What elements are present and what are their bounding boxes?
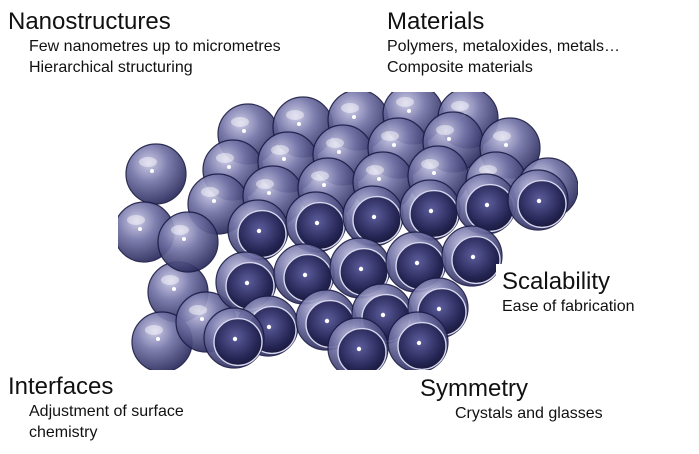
hollow-sphere [273,243,335,305]
side-sphere [157,211,219,273]
materials-line-1: Polymers, metaloxides, metals… [387,38,620,55]
hollow-sphere [441,225,503,287]
scalability-section: Scalability Ease of fabrication [496,264,641,321]
scalability-heading: Scalability [502,268,611,295]
symmetry-heading: Symmetry [420,375,528,402]
interfaces-line-1: Adjustment of surface [29,403,184,420]
symmetry-section: Symmetry Crystals and glasses [420,375,603,424]
materials-section: Materials Polymers, metaloxides, metals…… [387,8,620,78]
hollow-sphere [387,311,449,370]
side-sphere [125,143,187,205]
hollow-sphere [399,179,461,241]
symmetry-line-1: Crystals and glasses [455,405,603,422]
hollow-sphere [342,185,404,247]
nanostructures-line-1: Few nanometres up to micrometres [29,38,281,55]
hollow-sphere [285,191,347,253]
hollow-sphere [455,173,517,235]
materials-line-2: Composite materials [387,59,533,76]
scalability-line-1: Ease of fabrication [502,298,635,315]
hollow-sphere [385,231,447,293]
interfaces-line-2: chemistry [29,424,98,441]
interfaces-section: Interfaces Adjustment of surface chemist… [8,373,184,443]
nanostructures-section: Nanostructures Few nanometres up to micr… [8,8,281,78]
materials-heading: Materials [387,8,485,35]
hollow-sphere [203,307,265,369]
hollow-sphere [327,317,389,370]
hollow-sphere [227,199,289,261]
hollow-sphere [507,169,569,231]
interfaces-heading: Interfaces [8,373,114,400]
nanostructures-heading: Nanostructures [8,8,171,35]
nanostructures-line-2: Hierarchical structuring [29,59,193,76]
hollow-sphere [329,237,391,299]
hollow-sphere-array-figure [118,92,578,370]
